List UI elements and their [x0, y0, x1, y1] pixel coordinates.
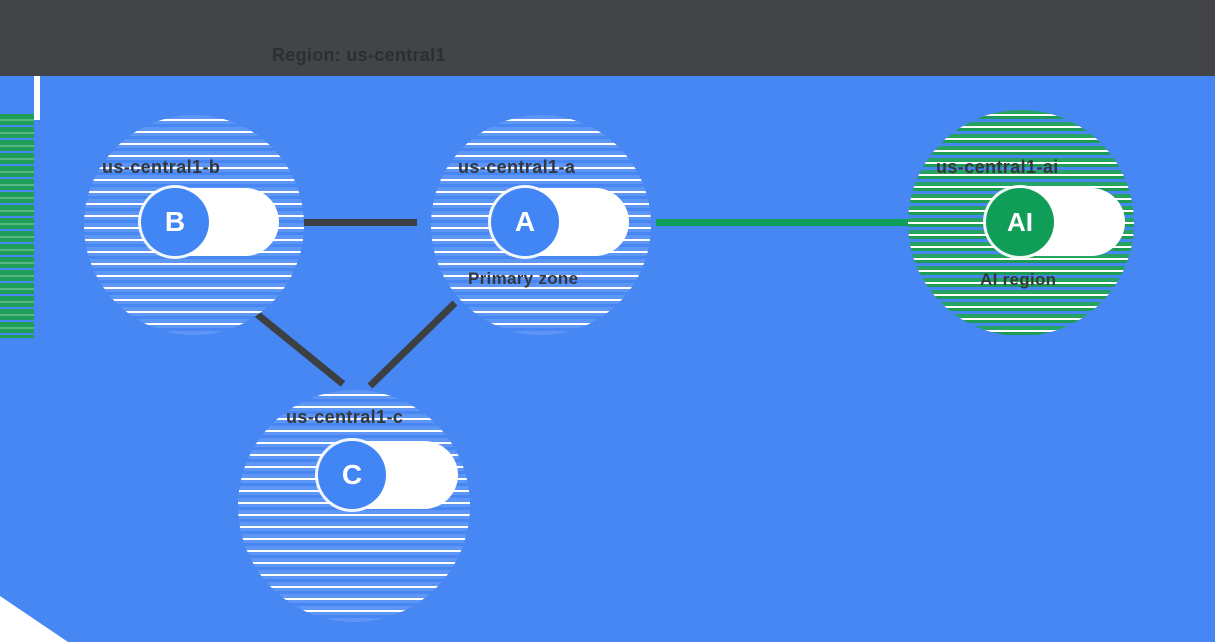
- zone-sublabel-a: Primary zone: [468, 269, 579, 288]
- zone-sublabel-ai: AI region: [980, 270, 1057, 289]
- node-a: A: [491, 188, 559, 256]
- node-ai: AI: [986, 188, 1054, 256]
- title-band: Region: us-central1: [0, 0, 1215, 76]
- zone-label-b: us-central1-b: [102, 157, 221, 177]
- zone-label-ai: us-central1-ai: [936, 157, 1059, 177]
- glitch-white-slit: [34, 76, 40, 120]
- node-b: B: [141, 188, 209, 256]
- left-green-band: [0, 114, 34, 338]
- node-c: C: [318, 441, 386, 509]
- zone-label-c: us-central1-c: [286, 407, 404, 427]
- zone-label-a: us-central1-a: [458, 157, 576, 177]
- link-a-c: [367, 300, 458, 389]
- link-a-ai: [656, 219, 908, 226]
- diagram-title: Region: us-central1: [272, 45, 446, 65]
- glitch-corner-wedge: [0, 596, 68, 642]
- link-b-c: [244, 303, 346, 387]
- link-b-a: [283, 219, 417, 226]
